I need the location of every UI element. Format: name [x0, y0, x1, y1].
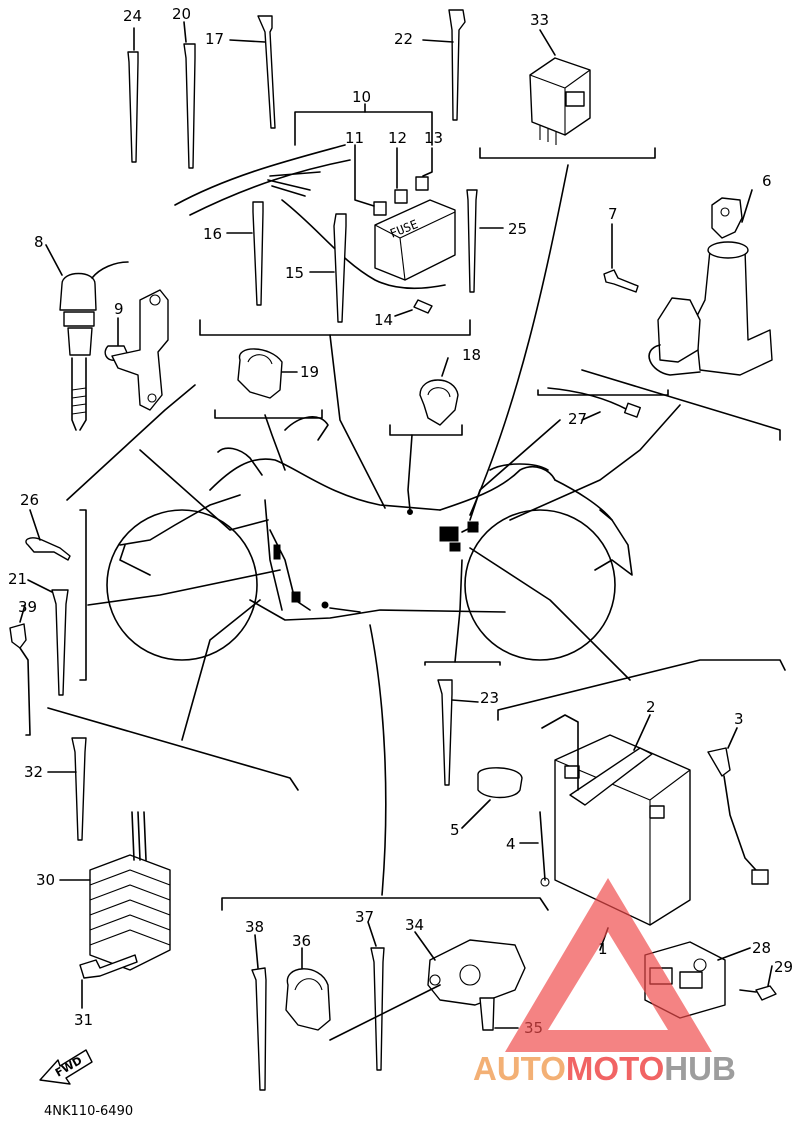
bolt-31	[79, 954, 138, 979]
sensor-rod	[329, 984, 441, 1041]
harness-details	[269, 509, 479, 613]
callout-33: 33	[530, 11, 549, 29]
callout-3: 3	[734, 710, 744, 728]
watermark-triangle-icon	[505, 878, 712, 1052]
callout-28: 28	[752, 939, 771, 957]
cable-4-top	[541, 714, 579, 791]
connector-39	[9, 623, 27, 649]
callout-23: 23	[480, 689, 499, 707]
sensor-34	[427, 939, 526, 1006]
callout-10: 10	[352, 88, 371, 106]
ignition-switch-6	[603, 189, 773, 376]
clamp-18	[419, 379, 459, 426]
callout-labels: 1 2 3 4 5 6 7 8 9 10 11 12 13 14 15 16 1…	[8, 5, 793, 1037]
screw-29	[755, 985, 777, 1001]
fuse-12	[394, 189, 408, 204]
rectifier-30	[47, 737, 171, 1009]
callout-16: 16	[203, 225, 222, 243]
callout-27: 27	[568, 410, 587, 428]
callout-20: 20	[172, 5, 191, 23]
cable-tie-15	[333, 213, 347, 323]
callout-6: 6	[762, 172, 772, 190]
callout-36: 36	[292, 932, 311, 950]
callout-5: 5	[450, 821, 460, 839]
cable-tie-17	[257, 15, 276, 129]
callout-25: 25	[508, 220, 527, 238]
cable-tie-24	[127, 51, 139, 163]
clip-26	[25, 537, 71, 561]
relay-33	[529, 29, 591, 145]
callout-1: 1	[598, 940, 608, 958]
cable-4	[539, 811, 546, 881]
cable-tie-25	[466, 189, 478, 293]
cable-tie-22	[448, 9, 466, 121]
cable-tie-38	[251, 967, 267, 1091]
fuse-box-assembly: FUSE	[174, 103, 504, 323]
callout-17: 17	[205, 30, 224, 48]
cable-tie-20	[183, 43, 196, 169]
section-brackets	[47, 147, 786, 911]
bracket	[111, 289, 169, 411]
cable-tie-21	[51, 589, 69, 696]
clamp-19	[237, 348, 283, 399]
callout-38: 38	[245, 918, 264, 936]
diagram-code: 4NK110-6490	[44, 1104, 133, 1119]
callout-19: 19	[300, 363, 319, 381]
callout-24: 24	[123, 7, 142, 25]
callout-29: 29	[774, 958, 793, 976]
battery-2	[519, 714, 769, 951]
left-components	[45, 244, 169, 431]
callout-39: 39	[18, 598, 37, 616]
callout-11: 11	[345, 129, 364, 147]
cable-tie-37	[370, 947, 385, 1071]
watermark-brand: AUTOMOTOHUB	[473, 1050, 736, 1087]
bolt-7	[603, 269, 639, 293]
callout-7: 7	[608, 205, 618, 223]
callout-14: 14	[374, 311, 393, 329]
callout-26: 26	[20, 491, 39, 509]
top-ties	[127, 9, 466, 169]
clamp-5	[477, 767, 523, 799]
motorcycle-outline	[106, 416, 633, 661]
callout-37: 37	[355, 908, 374, 926]
callout-22: 22	[394, 30, 413, 48]
fuse-13	[415, 176, 429, 191]
fuse-11	[373, 201, 387, 216]
callout-13: 13	[424, 129, 443, 147]
callout-2: 2	[646, 698, 656, 716]
callout-18: 18	[462, 346, 481, 364]
callout-9: 9	[114, 300, 124, 318]
battery-strap	[569, 747, 653, 806]
forward-arrow-icon: FWD	[39, 1049, 93, 1085]
left-side-parts	[9, 509, 71, 736]
clamps	[237, 348, 641, 426]
cable-3	[707, 747, 731, 777]
cable-tie-16	[252, 201, 264, 306]
wire-27	[547, 387, 629, 411]
callout-34: 34	[405, 916, 424, 934]
watermark: AUTOMOTOHUB	[473, 878, 736, 1087]
callout-32: 32	[24, 763, 43, 781]
callout-4: 4	[506, 835, 516, 853]
center-bottom-parts	[437, 679, 523, 829]
screw-14	[413, 299, 433, 314]
fuse-box: FUSE	[374, 199, 456, 281]
bolt-35	[479, 997, 495, 1031]
switch-8	[59, 272, 97, 311]
callout-15: 15	[285, 264, 304, 282]
bottom-parts	[251, 921, 526, 1091]
cable-tie-23	[437, 679, 453, 786]
callout-31: 31	[74, 1011, 93, 1029]
callout-21: 21	[8, 570, 27, 588]
callout-30: 30	[36, 871, 55, 889]
callout-12: 12	[388, 129, 407, 147]
callout-8: 8	[34, 233, 44, 251]
clamp-36	[285, 968, 331, 1031]
cable-tie-32	[71, 737, 87, 841]
